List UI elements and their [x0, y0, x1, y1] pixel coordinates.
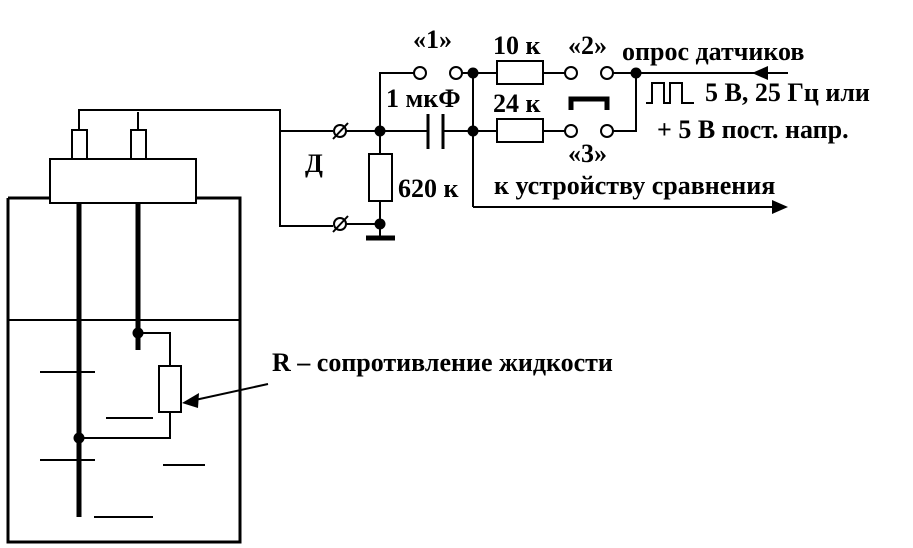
- tank: [6, 196, 242, 544]
- switch-pos1-left: [413, 66, 427, 80]
- label-r620k: 620 к: [398, 174, 459, 203]
- poll-input: [636, 66, 788, 80]
- label-liquid-resistance: R – сопротивление жидкости: [272, 348, 613, 377]
- liquid-resistance-arrow: [182, 383, 269, 408]
- label-poll: опрос датчиков: [622, 37, 804, 66]
- label-pos2: «2»: [568, 31, 607, 60]
- connector-d: [332, 122, 349, 233]
- label-pos1: «1»: [413, 25, 452, 54]
- resistor-620k: [366, 125, 395, 241]
- pulse-waveform-icon: [646, 82, 694, 104]
- label-r24k: 24 к: [493, 89, 541, 118]
- electrodes: [76, 203, 141, 517]
- switch-pos2-left: [564, 66, 578, 80]
- output-to-comparator: [473, 200, 788, 214]
- switch-pos3-right: [600, 124, 614, 138]
- switch-pos1-right: [449, 66, 463, 80]
- label-dc-spec: + 5 В пост. напр.: [657, 115, 849, 144]
- label-connector: Д: [305, 149, 323, 178]
- label-r10k: 10 к: [493, 31, 541, 60]
- switch-pos2-right: [600, 66, 614, 80]
- sensor-lead-top: [78, 109, 333, 132]
- label-pos3: «3»: [568, 139, 607, 168]
- sensor-lead-bottom: [279, 131, 333, 227]
- switch-pos3-left: [564, 124, 578, 138]
- label-cap: 1 мкФ: [386, 84, 461, 113]
- jumper-bridge: [568, 96, 610, 110]
- resistor-24k: [496, 118, 614, 143]
- resistor-10k: [496, 60, 614, 85]
- capacitor-1uf: [426, 114, 473, 149]
- wire-to-pos1: [379, 72, 414, 131]
- label-compare: к устройству сравнения: [494, 171, 775, 200]
- label-pulse-spec: 5 В, 25 Гц или: [705, 78, 870, 107]
- sensor-head: [49, 129, 197, 204]
- liquid-resistor: [73, 327, 182, 444]
